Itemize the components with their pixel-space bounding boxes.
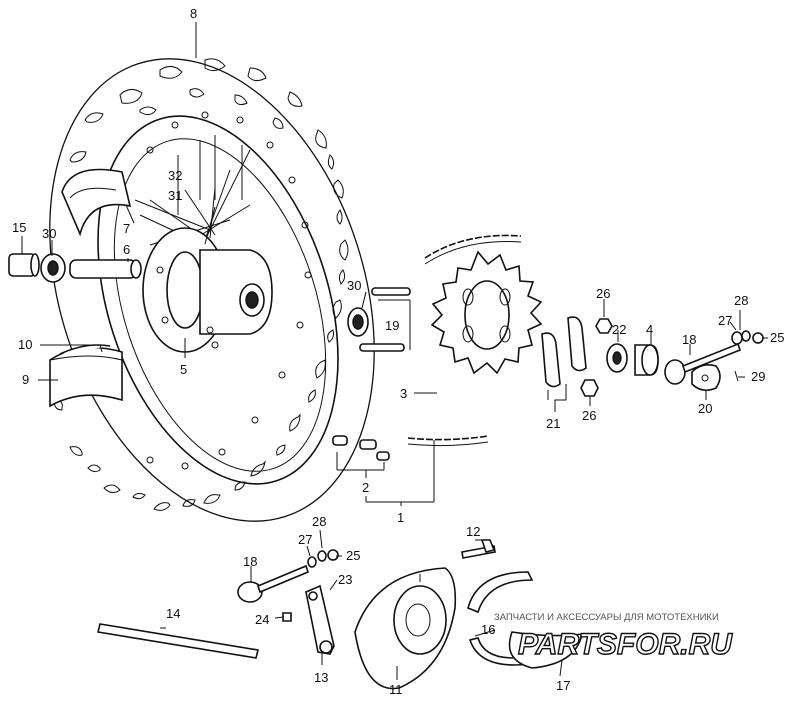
adjuster-washers-left (307, 549, 339, 568)
callout-6: 6 (123, 242, 130, 257)
callout-26-upper: 26 (596, 286, 610, 301)
chain-adjuster-left (237, 564, 309, 603)
callout-8: 8 (190, 6, 197, 21)
callout-16: 16 (481, 622, 495, 637)
callout-25-left: 25 (346, 548, 360, 563)
sprocket-nut-lower (580, 379, 599, 397)
callout-18-right: 18 (682, 332, 696, 347)
callout-15: 15 (12, 220, 26, 235)
callout-labels: 8 32 31 15 30 7 6 10 9 5 30 19 3 2 1 26 … (12, 6, 784, 697)
drive-chain (407, 234, 522, 447)
chain-joint-set (332, 435, 390, 461)
axle-nut-plate (691, 364, 721, 392)
callout-1: 1 (397, 510, 404, 525)
callout-2: 2 (362, 480, 369, 495)
callout-23: 23 (338, 572, 352, 587)
callout-3: 3 (400, 386, 407, 401)
callout-24: 24 (255, 612, 269, 627)
callout-30-left: 30 (42, 226, 56, 241)
callout-30-right: 30 (347, 278, 361, 293)
callout-10: 10 (18, 337, 32, 352)
callout-18-left: 18 (243, 554, 257, 569)
callout-5: 5 (180, 362, 187, 377)
callout-19: 19 (385, 318, 399, 333)
callout-9: 9 (22, 372, 29, 387)
chain-adjuster-right (664, 342, 741, 385)
sprocket-side-collar (634, 344, 659, 376)
tire-cutaway-upper (61, 168, 132, 237)
brake-panel (354, 567, 457, 690)
wheel-bearing-left (40, 253, 66, 283)
rear-axle (97, 623, 259, 659)
adjuster-washers-right (731, 330, 764, 382)
callout-17: 17 (556, 678, 570, 693)
callout-28-right: 28 (734, 293, 748, 308)
callout-29: 29 (751, 369, 765, 384)
watermark: ЗАПЧАСТИ И АКСЕССУАРЫ ДЛЯ МОТОТЕХНИКИ PA… (494, 612, 734, 669)
sprocket-bolts (359, 287, 411, 352)
leader-lines (21, 22, 768, 680)
brake-cam (461, 539, 496, 559)
watermark-tagline: ЗАПЧАСТИ И АКСЕССУАРЫ ДЛЯ МОТОТЕХНИКИ (494, 612, 719, 623)
callout-26-lower: 26 (582, 408, 596, 423)
rear-hub (142, 227, 273, 353)
sprocket-lock-plates (541, 316, 587, 388)
final-driven-sprocket (430, 250, 543, 375)
callout-14: 14 (166, 606, 180, 621)
sprocket-nut-upper (595, 318, 613, 334)
callout-27-right: 27 (718, 313, 732, 328)
wheel-bearing-right (347, 307, 369, 337)
callout-28-left: 28 (312, 514, 326, 529)
callout-21: 21 (546, 416, 560, 431)
brake-arm (305, 584, 335, 655)
callout-27-left: 27 (298, 532, 312, 547)
brake-arm-bolt (282, 612, 292, 622)
callout-31: 31 (168, 188, 182, 203)
distance-collar (69, 259, 142, 279)
callout-11: 11 (389, 682, 403, 697)
callout-12: 12 (466, 524, 480, 539)
sprocket-side-bearing (606, 343, 628, 373)
callout-7: 7 (123, 221, 130, 236)
callout-22: 22 (612, 322, 626, 337)
hub-spacer-left (8, 253, 40, 277)
callout-4: 4 (646, 322, 653, 337)
callout-25-right: 25 (770, 330, 784, 345)
callout-20: 20 (698, 401, 712, 416)
callout-32: 32 (168, 168, 182, 183)
watermark-logo-swoosh (508, 631, 584, 669)
callout-13: 13 (314, 670, 328, 685)
tube-and-rim-band (49, 344, 123, 408)
watermark-logo: PARTSFOR.RU (518, 628, 733, 661)
